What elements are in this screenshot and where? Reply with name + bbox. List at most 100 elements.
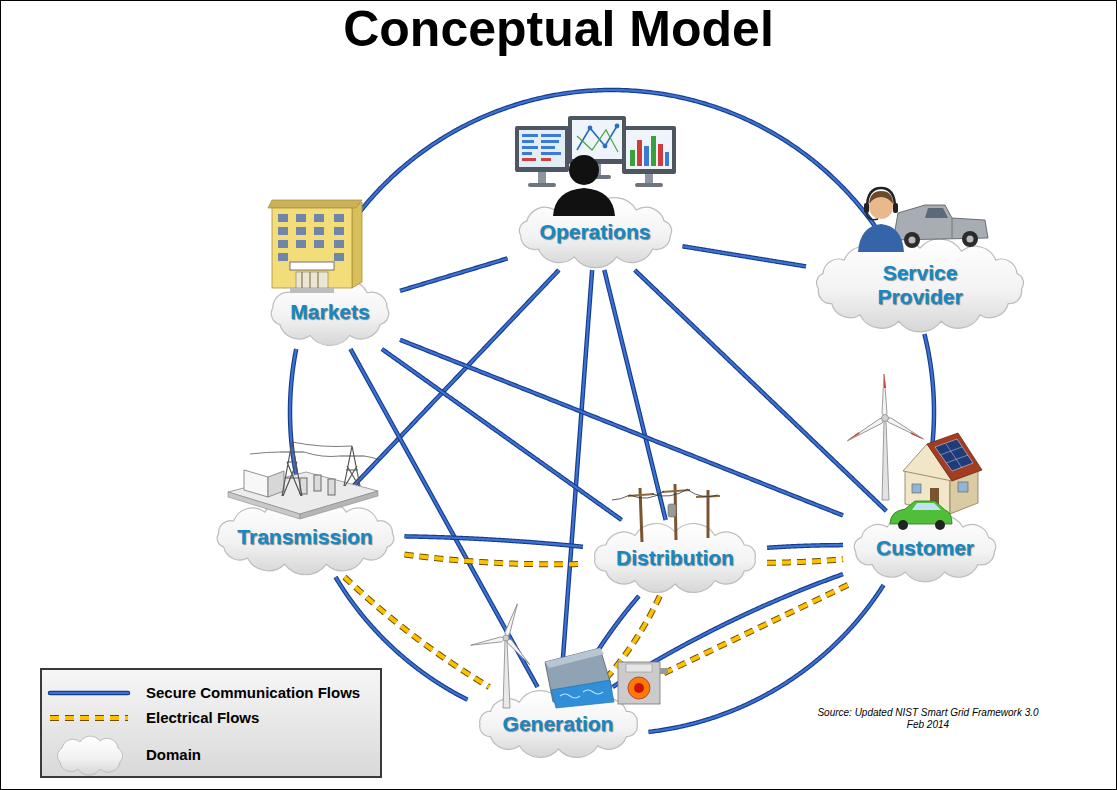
domain-cloud: Markets bbox=[260, 275, 400, 349]
generation-icons bbox=[470, 603, 531, 667]
substation-icon bbox=[280, 442, 364, 496]
communication-flow bbox=[918, 334, 934, 511]
domain-cloud: Service Provider bbox=[806, 236, 1034, 334]
communication-flow bbox=[683, 246, 807, 266]
electrical-flow bbox=[635, 585, 848, 687]
customer-home bbox=[882, 374, 887, 418]
domain-text-box: Transmission bbox=[237, 525, 372, 549]
market-building bbox=[268, 200, 362, 208]
customer-home bbox=[940, 447, 962, 455]
substation-icon bbox=[228, 472, 378, 514]
generation-icons bbox=[660, 668, 668, 674]
communication-sample bbox=[50, 691, 128, 696]
generation-icons bbox=[545, 648, 604, 668]
domain-label: Operations bbox=[540, 220, 651, 244]
distribution-poles bbox=[628, 494, 654, 496]
distribution-poles bbox=[696, 496, 720, 497]
electrical-flow bbox=[635, 585, 848, 687]
operations-icon bbox=[651, 136, 656, 166]
customer-home bbox=[890, 501, 952, 524]
electrical-flow bbox=[767, 559, 843, 562]
service-agent bbox=[858, 188, 904, 252]
cloud-outline bbox=[595, 524, 756, 593]
operations-icon bbox=[572, 120, 622, 159]
operations-icon bbox=[522, 134, 561, 155]
customer-home bbox=[930, 488, 939, 506]
market-building bbox=[334, 214, 344, 222]
customer-home bbox=[935, 439, 973, 471]
cloud-outline bbox=[271, 280, 388, 345]
generation-icons bbox=[560, 690, 603, 698]
electrical-flow bbox=[635, 585, 848, 687]
operations-icon bbox=[622, 126, 676, 174]
market-building bbox=[296, 214, 306, 222]
substation-icon bbox=[314, 475, 321, 491]
communication-flow bbox=[400, 340, 843, 516]
domain-cloud: Customer bbox=[843, 511, 1007, 585]
service-agent bbox=[869, 195, 893, 219]
service-agent bbox=[864, 203, 869, 213]
communication-flow bbox=[382, 349, 622, 520]
domain-text-box: Markets bbox=[290, 300, 369, 324]
customer-home bbox=[940, 444, 968, 468]
electrical-flow bbox=[405, 555, 584, 565]
customer-home bbox=[946, 444, 962, 468]
domain-text-box: Operations bbox=[540, 220, 651, 244]
market-building bbox=[290, 288, 334, 293]
electrical-flow bbox=[405, 555, 584, 565]
market-building bbox=[272, 208, 352, 288]
service-truck bbox=[967, 236, 974, 243]
customer-home bbox=[912, 484, 921, 493]
operations-icon bbox=[541, 152, 561, 155]
legend-label: Domain bbox=[146, 746, 201, 763]
substation-icon bbox=[364, 456, 380, 460]
communication-flow bbox=[405, 536, 584, 546]
cloud-outline bbox=[479, 691, 637, 758]
communication-sample bbox=[50, 693, 128, 694]
market-building bbox=[334, 227, 344, 235]
generation-icons bbox=[618, 662, 660, 704]
market-building bbox=[296, 240, 306, 248]
communication-flow bbox=[382, 349, 622, 520]
domain-text-box: Customer bbox=[876, 536, 974, 560]
distribution-poles bbox=[688, 490, 718, 497]
legend-label: Electrical Flows bbox=[146, 709, 259, 726]
customer-home bbox=[910, 432, 923, 441]
operations-icon bbox=[637, 140, 642, 166]
communication-flow bbox=[321, 90, 882, 275]
communication-flow bbox=[321, 90, 882, 275]
operations-icon bbox=[522, 140, 534, 143]
source-note: Source: Updated NIST Smart Grid Framewor… bbox=[815, 707, 1041, 731]
market-building bbox=[314, 227, 324, 235]
legend-box: Secure Communication FlowsElectrical Flo… bbox=[40, 668, 382, 778]
domain-label: Transmission bbox=[237, 525, 372, 549]
market-building bbox=[334, 240, 344, 248]
operations-icon bbox=[541, 134, 561, 137]
service-truck bbox=[895, 205, 988, 248]
communication-flow bbox=[350, 349, 537, 687]
customer-home bbox=[884, 374, 886, 388]
operations-icon bbox=[577, 126, 617, 150]
distribution-poles bbox=[612, 495, 630, 500]
customer-home bbox=[912, 503, 941, 510]
operations-icon bbox=[515, 116, 676, 216]
customer-home bbox=[958, 482, 968, 492]
substation-icon bbox=[250, 442, 380, 460]
service-truck bbox=[962, 231, 978, 247]
substation-icon bbox=[300, 475, 335, 495]
customer-home bbox=[905, 470, 950, 514]
electrical-flow bbox=[405, 555, 584, 565]
generation-icons bbox=[551, 680, 614, 708]
distribution-poles bbox=[640, 484, 708, 542]
operations-icon bbox=[665, 152, 669, 166]
market-building bbox=[278, 227, 288, 235]
distribution-poles bbox=[675, 484, 676, 540]
communication-flow bbox=[290, 349, 301, 497]
communication-flow bbox=[918, 334, 934, 511]
market-building bbox=[296, 227, 306, 235]
service-agent bbox=[893, 203, 898, 213]
operations-icon bbox=[528, 183, 556, 187]
service-truck bbox=[904, 232, 920, 248]
operations-icon bbox=[522, 134, 538, 137]
